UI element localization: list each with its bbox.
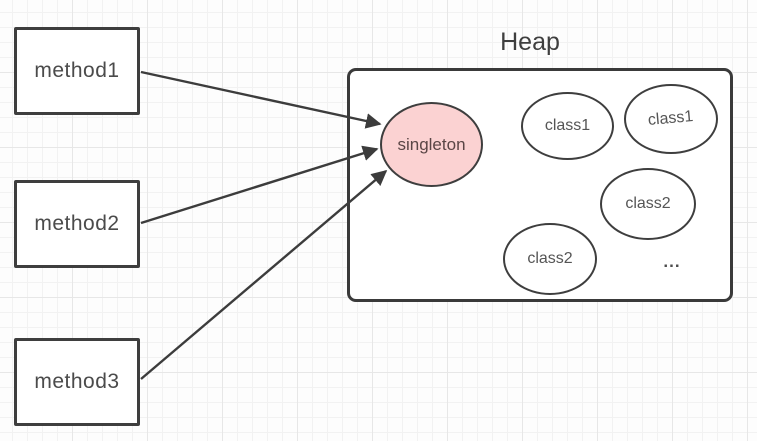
class1-label-1: class1 bbox=[544, 117, 591, 134]
arrow-method3-to-singleton[interactable] bbox=[140, 169, 388, 380]
method3-label: method3 bbox=[34, 370, 120, 393]
arrow-method1-to-singleton[interactable] bbox=[140, 70, 382, 129]
class1-node-2[interactable]: class1 bbox=[624, 84, 718, 154]
method1-node[interactable]: method1 bbox=[14, 27, 140, 115]
class2-label-2: class2 bbox=[527, 250, 573, 267]
method2-node[interactable]: method2 bbox=[14, 180, 140, 268]
class2-node-2[interactable]: class2 bbox=[503, 223, 597, 295]
singleton-label: singleton bbox=[397, 134, 466, 154]
class2-label-1: class2 bbox=[625, 195, 671, 212]
method3-node[interactable]: method3 bbox=[14, 338, 140, 426]
class2-node-1[interactable]: class2 bbox=[600, 168, 696, 240]
more-objects-ellipsis: ... bbox=[663, 252, 681, 271]
class1-node-1[interactable]: class1 bbox=[521, 92, 614, 160]
singleton-node[interactable]: singleton bbox=[380, 102, 483, 187]
arrow-method2-to-singleton[interactable] bbox=[140, 145, 379, 225]
method2-label: method2 bbox=[34, 212, 120, 235]
method1-label: method1 bbox=[34, 59, 120, 82]
heap-title: Heap bbox=[500, 28, 560, 56]
